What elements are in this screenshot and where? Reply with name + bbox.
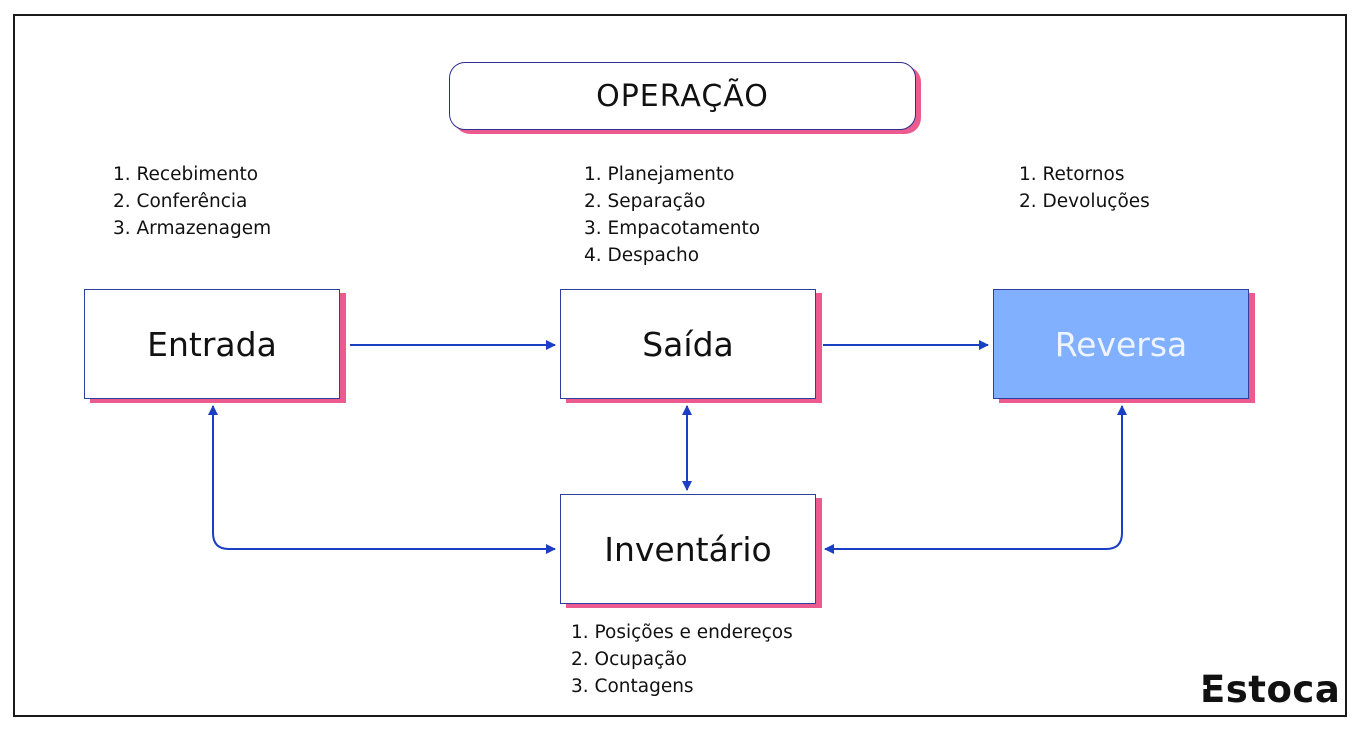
inventario-step: 2. Ocupação [571,649,687,670]
diagram-frame [13,14,1347,717]
arrow-reversa-inventario [824,405,1127,554]
entrada-step: 3. Armazenagem [113,218,272,239]
node-reversa: Reversa [993,289,1249,399]
node-entrada-label: Entrada [147,324,277,364]
entrada-steps: 1. Recebimento 2. Conferência 3. Armazen… [113,161,271,242]
reversa-step: 2. Devoluções [1019,191,1150,212]
arrow-entrada-inventario [208,405,556,554]
saida-step: 3. Empacotamento [584,218,761,239]
logo-rest: stoca [1225,668,1341,711]
logo-initial: E [1200,668,1226,711]
node-reversa-label: Reversa [1054,324,1188,364]
saida-step: 2. Separação [584,191,706,212]
inventario-step: 1. Posições e endereços [571,622,793,643]
saida-step: 4. Despacho [584,245,700,266]
inventario-step: 3. Contagens [571,676,694,697]
node-saida: Saída [560,289,816,399]
diagram-title: OPERAÇÃO [449,62,916,130]
entrada-step: 2. Conferência [113,191,248,212]
reversa-step: 1. Retornos [1019,164,1125,185]
saida-step: 1. Planejamento [584,164,735,185]
node-saida-label: Saída [642,324,734,364]
reversa-steps: 1. Retornos 2. Devoluções [1019,161,1150,215]
inventario-steps: 1. Posições e endereços 2. Ocupação 3. C… [571,619,793,700]
estoca-logo: Estoca [1200,668,1340,711]
node-entrada: Entrada [84,289,340,399]
entrada-step: 1. Recebimento [113,164,259,185]
saida-steps: 1. Planejamento 2. Separação 3. Empacota… [584,161,760,269]
node-inventario-label: Inventário [604,529,772,569]
node-inventario: Inventário [560,494,816,604]
